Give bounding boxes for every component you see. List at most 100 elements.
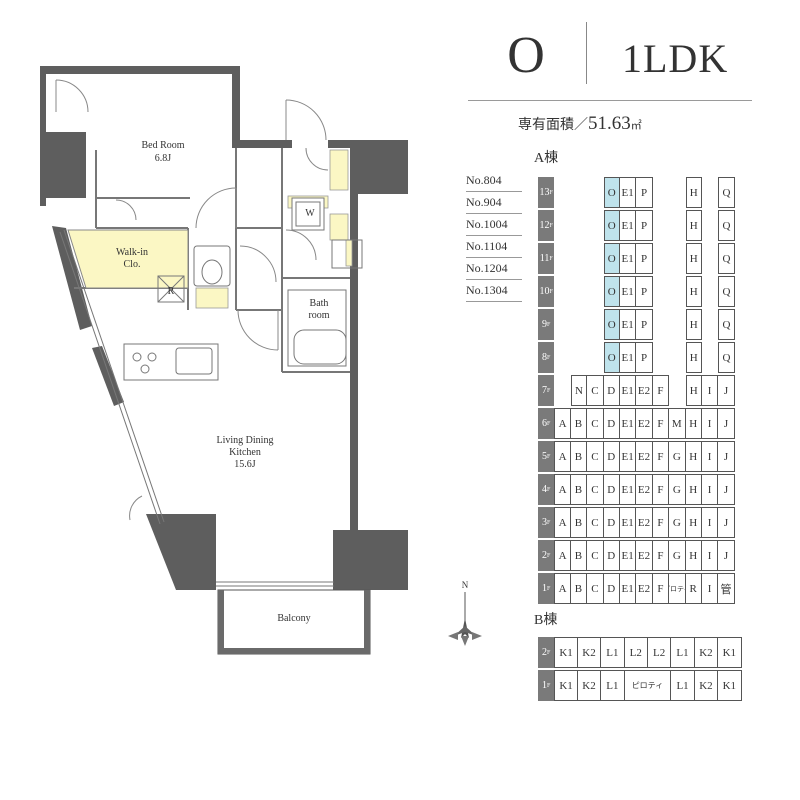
- apartment-floor: [42, 72, 350, 582]
- unit-cell: H: [685, 474, 702, 505]
- unit-cell: E1: [619, 210, 637, 241]
- empty-cell: [702, 177, 718, 208]
- unit-cell: B: [570, 408, 588, 439]
- floor-row: 1FABCDE1E2FピロティRI管: [538, 572, 735, 605]
- unit-cell: O: [603, 243, 620, 274]
- unit-cell: L2: [647, 637, 672, 668]
- empty-cell: [554, 276, 570, 307]
- empty-cell: [653, 243, 669, 274]
- unit-cell: C: [587, 474, 604, 505]
- unit-cell: E1: [619, 474, 637, 505]
- empty-cell: [587, 243, 603, 274]
- refrigerator-label: R: [168, 286, 175, 297]
- unit-cell: K1: [554, 637, 578, 668]
- unit-cell: A: [554, 540, 571, 571]
- unit-cell: A: [554, 441, 571, 472]
- unit-cell: E2: [636, 507, 653, 538]
- unit-cell: B: [570, 474, 588, 505]
- unit-cell: P: [636, 309, 653, 340]
- unit-cell: F: [652, 573, 670, 604]
- unit-cell: G: [669, 441, 686, 472]
- unit-cell: M: [669, 408, 686, 439]
- window-lines: [59, 229, 334, 587]
- unit-cell: R: [685, 573, 702, 604]
- layout-name: 1LDK: [622, 36, 729, 81]
- empty-cell: [587, 342, 603, 373]
- unit-cell: E1: [619, 243, 637, 274]
- unit-cell: H: [685, 408, 702, 439]
- unit-cell: H: [685, 540, 702, 571]
- unit-cell: ピロティ: [624, 670, 672, 701]
- unit-cell: H: [685, 276, 702, 307]
- empty-cell: [669, 375, 685, 406]
- empty-cell: [669, 243, 685, 274]
- unit-cell: E1: [619, 276, 637, 307]
- empty-cell: [571, 177, 587, 208]
- unit-cell: E1: [619, 375, 637, 406]
- building-b-label: B棟: [534, 613, 558, 628]
- unit-cell: I: [701, 540, 719, 571]
- unit-cell: L1: [601, 670, 625, 701]
- empty-cell: [669, 210, 685, 241]
- unit-cell: E1: [619, 441, 637, 472]
- unit-cell: I: [701, 474, 719, 505]
- unit-cell: E1: [619, 540, 637, 571]
- unit-cell: ピロティ: [669, 573, 686, 604]
- unit-cell: D: [603, 573, 620, 604]
- header-rule: [468, 100, 752, 101]
- unit-cell: Q: [718, 210, 735, 241]
- unit-number: No.904: [466, 192, 522, 214]
- unit-cell: F: [652, 540, 670, 571]
- empty-cell: [571, 309, 587, 340]
- empty-cell: [702, 342, 718, 373]
- floor-plan: Bed Room 6.8J Walk-in Clo. R W Bath room…: [40, 66, 408, 655]
- building-a-label: A棟: [534, 151, 559, 166]
- unit-cell: Q: [718, 276, 735, 307]
- unit-cell: P: [636, 342, 653, 373]
- unit-cell: O: [603, 309, 620, 340]
- unit-cell: H: [685, 309, 702, 340]
- empty-cell: [653, 342, 669, 373]
- unit-number: No.1004: [466, 214, 522, 236]
- unit-cell: J: [718, 540, 735, 571]
- header-divider: [586, 22, 587, 84]
- unit-cell: J: [718, 441, 735, 472]
- unit-cell: F: [652, 375, 670, 406]
- unit-cell: E1: [619, 309, 637, 340]
- empty-cell: [702, 276, 718, 307]
- unit-cell: B: [570, 507, 588, 538]
- unit-cell: K2: [694, 637, 719, 668]
- unit-cell: E2: [636, 408, 653, 439]
- unit-cell: I: [701, 375, 719, 406]
- unit-cell: O: [603, 342, 620, 373]
- bedroom-name: Bed Room: [141, 140, 184, 151]
- unit-cell: A: [554, 573, 571, 604]
- empty-cell: [587, 210, 603, 241]
- unit-cell: L1: [601, 637, 625, 668]
- unit-cell: G: [669, 507, 686, 538]
- unit-cell: I: [701, 441, 719, 472]
- unit-cell: L1: [671, 670, 695, 701]
- unit-cell: C: [587, 408, 604, 439]
- empty-cell: [571, 243, 587, 274]
- unit-cell: B: [570, 441, 588, 472]
- unit-cell: I: [701, 507, 719, 538]
- compass-north-label: N: [462, 580, 469, 590]
- unit-cell: L1: [671, 637, 695, 668]
- compass-icon: N: [448, 580, 482, 646]
- empty-cell: [653, 210, 669, 241]
- ldk-size: 15.6J: [234, 459, 256, 470]
- unit-cell: D: [603, 540, 620, 571]
- unit-cell: H: [685, 177, 702, 208]
